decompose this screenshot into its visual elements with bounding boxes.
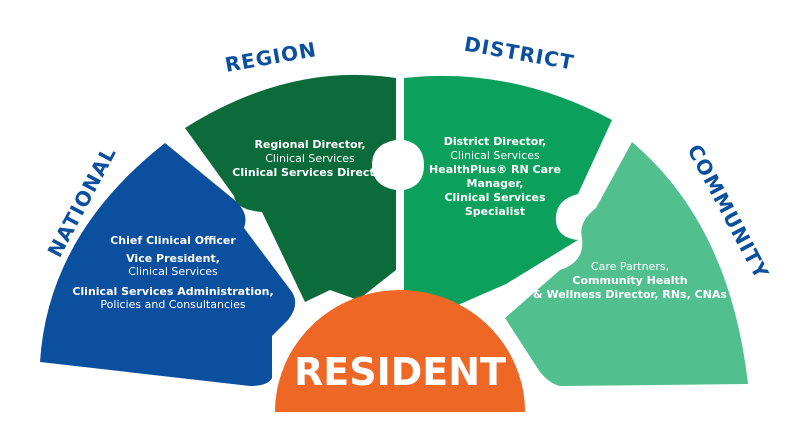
role-text: Chief Clinical Officer xyxy=(110,234,236,247)
role-text: Clinical Services xyxy=(128,265,218,278)
district-label: DISTRICT xyxy=(462,32,576,75)
role-text: Care Partners, xyxy=(591,260,669,273)
resident-label: RESIDENT xyxy=(294,350,506,394)
role-text: District Director, xyxy=(444,135,547,148)
region-label: REGION xyxy=(223,37,318,77)
community-roles: Care Partners, Community Health & Wellne… xyxy=(533,260,727,301)
region-segment xyxy=(185,74,396,302)
national-roles: Chief Clinical Officer Vice President, C… xyxy=(72,234,273,311)
role-text: Clinical Services xyxy=(450,149,540,162)
region-roles: Regional Director, Clinical Services Cli… xyxy=(232,138,388,179)
district-segment xyxy=(404,75,612,313)
resident-segment xyxy=(275,290,525,412)
role-text: Manager, xyxy=(467,177,524,190)
role-text: Specialist xyxy=(465,205,525,218)
role-text: Clinical Services xyxy=(444,191,545,204)
role-text: Clinical Services Administration, xyxy=(72,285,273,298)
role-text: HealthPlus® RN Care xyxy=(429,163,561,176)
role-text: Clinical Services xyxy=(265,152,355,165)
national-segment xyxy=(40,143,296,386)
role-text: Community Health xyxy=(572,274,687,287)
role-text: Vice President, xyxy=(126,252,220,265)
role-text: Policies and Consultancies xyxy=(100,298,245,311)
role-text: & Wellness Director, RNs, CNAs xyxy=(533,288,727,301)
district-roles: District Director, Clinical Services Hea… xyxy=(429,135,561,218)
role-text: Clinical Services Director xyxy=(232,166,388,179)
community-segment xyxy=(505,142,748,386)
role-text: Regional Director, xyxy=(254,138,365,151)
